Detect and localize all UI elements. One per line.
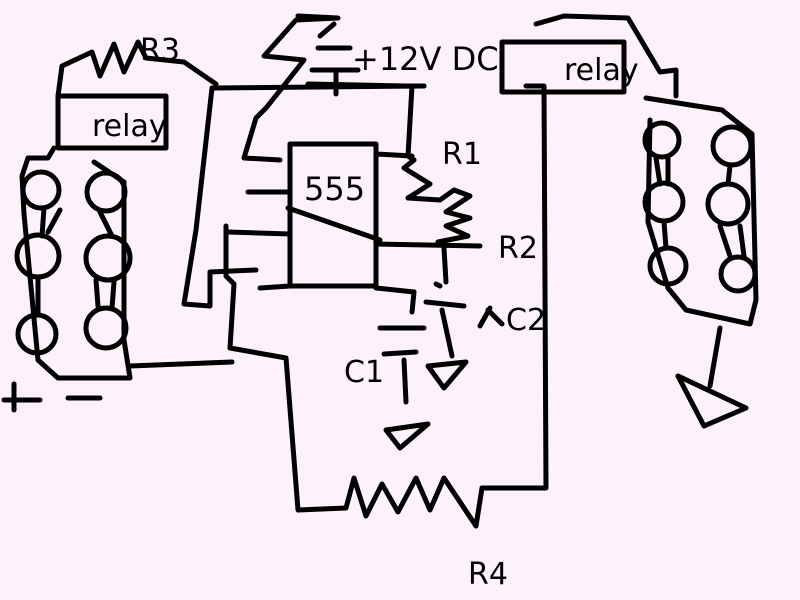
relay-right-label: relay [564, 53, 639, 88]
left-contact-2 [14, 232, 62, 280]
right-contact-6 [718, 254, 758, 294]
left-relay-box [55, 93, 169, 151]
left-relay-group [1, 39, 219, 413]
relay-left-label: relay [92, 109, 167, 144]
c1-label: C1 [344, 355, 384, 390]
left-contact-5 [83, 233, 133, 283]
right-contact-4 [710, 124, 754, 168]
r2-label: R2 [498, 231, 538, 266]
r3-label: R3 [140, 33, 180, 68]
c2-label: C2 [506, 303, 546, 338]
capacitor-c1 [377, 289, 427, 405]
supply-label: +12V DC [352, 40, 499, 78]
left-contact-1 [20, 169, 62, 211]
r1-label: R1 [442, 137, 482, 172]
right-relay-group [499, 13, 759, 429]
right-contact-1 [642, 120, 682, 160]
left-contact-6 [83, 305, 129, 351]
right-contact-5 [705, 181, 751, 227]
left-coil-frame [19, 145, 133, 381]
ic-555-label: 555 [304, 170, 365, 208]
ic-555-chip [287, 141, 379, 289]
ground-symbol-1 [425, 359, 469, 391]
capacitor-c2 [423, 245, 505, 359]
r2-resistor [405, 187, 473, 245]
r3-resistor [55, 39, 219, 99]
ground-symbol-2 [383, 421, 431, 451]
right-relay-box [499, 39, 627, 95]
right-contact-3 [647, 245, 689, 287]
r4-label: R4 [468, 557, 508, 592]
wire-top-zigzag [241, 13, 341, 163]
left-contact-4 [84, 170, 128, 214]
wire-left-main [181, 83, 427, 309]
r4-loop-wire [227, 83, 549, 529]
r1-resistor [401, 83, 433, 201]
right-coil-frame [643, 95, 759, 327]
ground-symbol-3 [675, 373, 749, 429]
